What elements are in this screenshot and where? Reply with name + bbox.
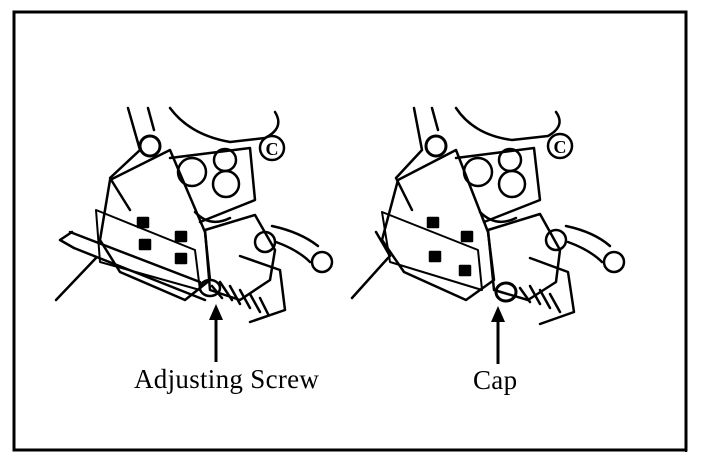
part-marker-right: C	[546, 132, 574, 160]
svg-text:C: C	[266, 139, 279, 159]
part-marker-left: C	[258, 134, 286, 162]
adjusting-screw-arrow	[209, 304, 223, 362]
left-assembly-illustration	[54, 106, 334, 324]
right-assembly-illustration	[350, 106, 626, 326]
adjusting-screw-label: Adjusting Screw	[134, 364, 320, 394]
cap-arrow	[491, 306, 505, 364]
cap-label: Cap	[473, 365, 518, 395]
svg-text:C: C	[554, 137, 567, 157]
